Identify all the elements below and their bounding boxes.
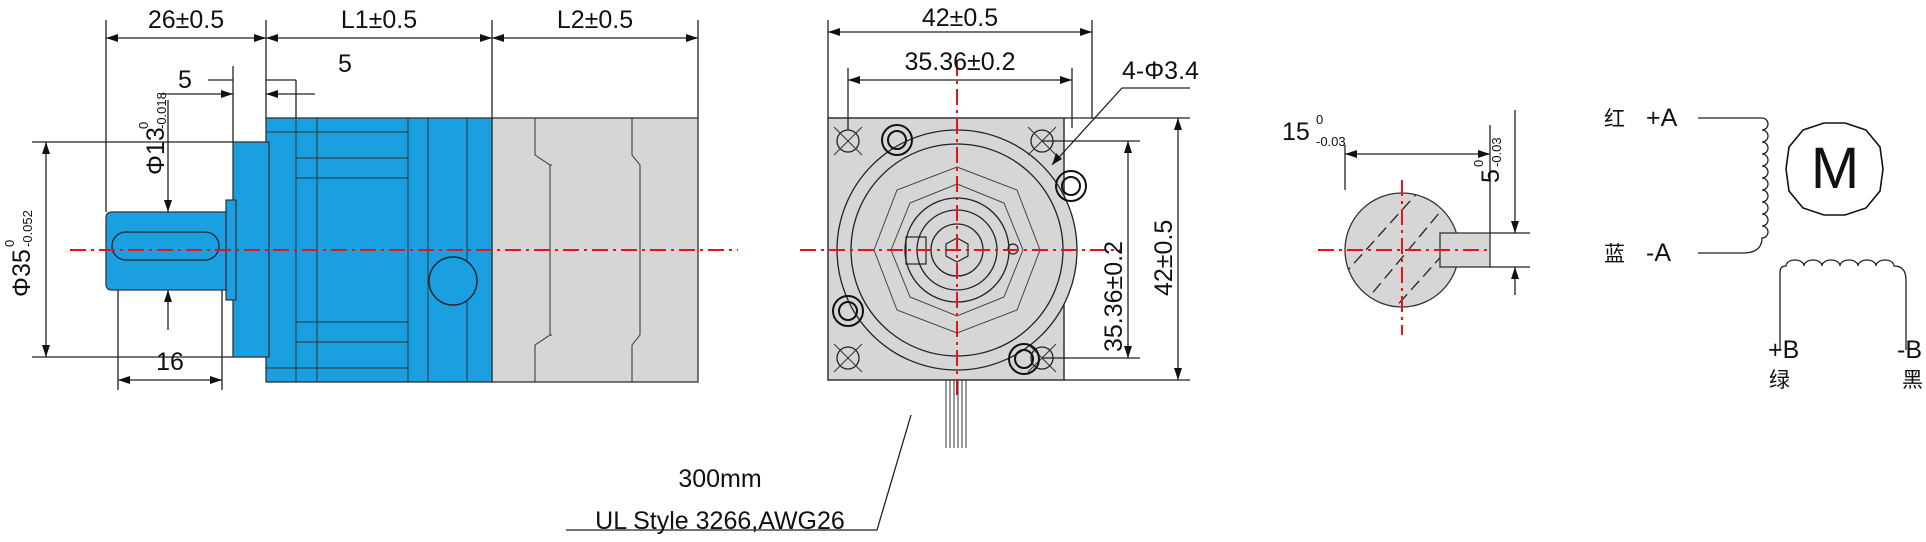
dim-16-label: 16 bbox=[156, 348, 184, 376]
dim-26-label: 26±0.5 bbox=[148, 6, 224, 34]
dim-42-side-label: 42±0.5 bbox=[1150, 220, 1178, 296]
green-wire-label: 绿 bbox=[1769, 368, 1790, 392]
dia-35-tol-top: 0 bbox=[2, 240, 17, 247]
dim-15-tol-bot: -0.03 bbox=[1316, 134, 1346, 149]
holes-label: 4-Φ3.4 bbox=[1122, 57, 1199, 85]
coil-b bbox=[1779, 259, 1907, 350]
dim-5a-label: 5 bbox=[178, 66, 192, 94]
dia-13-tol-top: 0 bbox=[136, 122, 151, 129]
coil-a bbox=[1698, 117, 1769, 254]
shaft-keyway bbox=[111, 231, 220, 261]
dim-15-tol-top: 0 bbox=[1316, 112, 1323, 127]
dim-35-side-label: 35.36±0.2 bbox=[1100, 241, 1128, 352]
a-minus-label: -A bbox=[1646, 239, 1671, 267]
side-view: 26±0.5 L1±0.5 L2±0.5 5 5 Φ13 0 -0.018 Φ3… bbox=[2, 6, 738, 390]
dim-5b-label: 5 bbox=[338, 50, 352, 78]
dim-l2-label: L2±0.5 bbox=[557, 6, 633, 34]
dim-15-label: 15 bbox=[1282, 118, 1310, 146]
motor-m-label: M bbox=[1811, 136, 1859, 201]
black-wire-label: 黑 bbox=[1902, 368, 1923, 392]
dia-35-tol-bot: -0.052 bbox=[20, 210, 35, 247]
dia-13-label: Φ13 bbox=[142, 127, 170, 175]
dia-13-tol-bot: -0.018 bbox=[154, 92, 169, 129]
dim-5-tol-bot: -0.03 bbox=[1489, 137, 1504, 167]
blue-wire-label: 蓝 bbox=[1604, 242, 1625, 266]
cable-length-label: 300mm bbox=[678, 465, 761, 493]
wiring-diagram: 红 +A 蓝 -A M +B 绿 -B 黑 bbox=[1604, 104, 1923, 392]
b-plus-label: +B bbox=[1768, 336, 1799, 364]
motor-symbol bbox=[1785, 122, 1884, 216]
dia-35-label: Φ35 bbox=[8, 249, 36, 297]
b-minus-label: -B bbox=[1897, 336, 1922, 364]
cable-spec-label: UL Style 3266,AWG26 bbox=[595, 507, 845, 535]
a-plus-label: +A bbox=[1646, 104, 1678, 132]
dim-35-top-label: 35.36±0.2 bbox=[904, 48, 1015, 76]
shaft-section: 15 0 -0.03 5 0 -0.03 bbox=[1282, 110, 1530, 335]
dim-5-label: 5 bbox=[1477, 169, 1505, 183]
dim-l1-label: L1±0.5 bbox=[341, 6, 417, 34]
dim-5-tol-top: 0 bbox=[1471, 160, 1486, 167]
front-view: 300mm UL Style 3266,AWG26 42±0.5 35.36±0… bbox=[566, 4, 1199, 535]
red-wire-label: 红 bbox=[1604, 107, 1625, 131]
dim-42-top-label: 42±0.5 bbox=[922, 4, 998, 32]
